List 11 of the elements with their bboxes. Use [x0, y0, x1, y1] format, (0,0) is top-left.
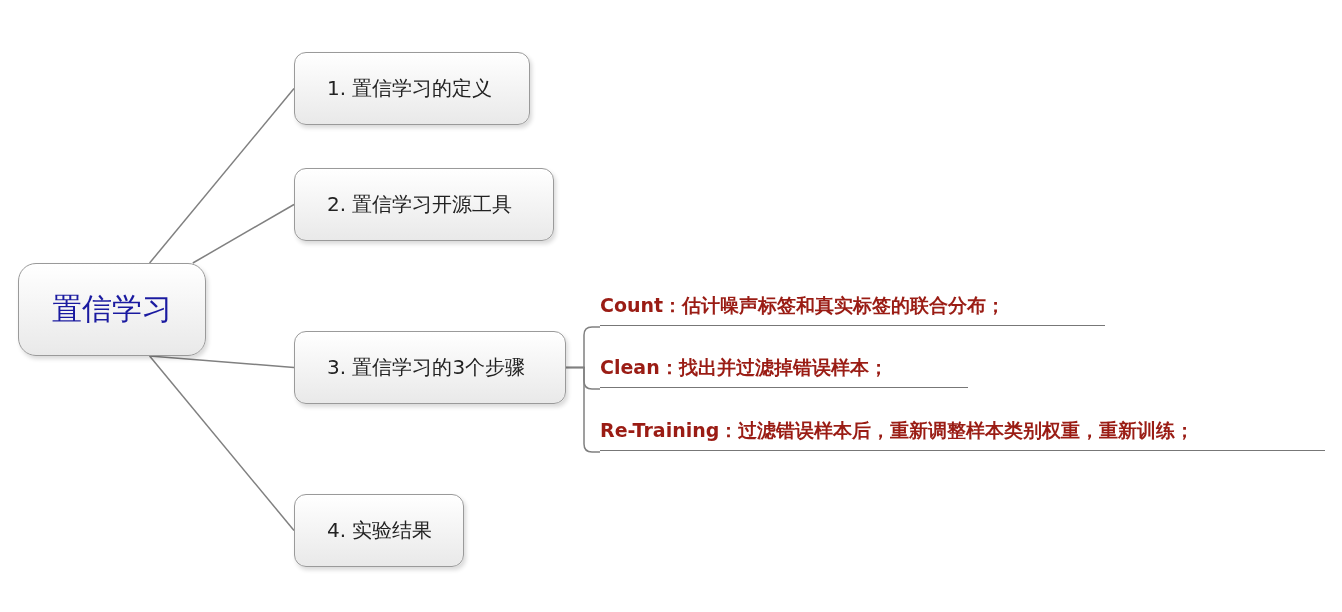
subtopic-label: Re-Training：过滤错误样本后，重新调整样本类别权重，重新训练； [600, 418, 1325, 451]
connector-line [148, 87, 295, 264]
subtopic-label: Count：估计噪声标签和真实标签的联合分布； [600, 293, 1105, 326]
connector-line [148, 355, 295, 532]
topic-box: 1. 置信学习的定义 [294, 52, 530, 125]
connector-line [192, 203, 295, 264]
topic-box: 4. 实验结果 [294, 494, 464, 567]
central-topic-box: 置信学习 [18, 263, 206, 356]
topic-box: 2. 置信学习开源工具 [294, 168, 554, 241]
subtopic-label: Clean：找出并过滤掉错误样本； [600, 355, 968, 388]
topic-box: 3. 置信学习的3个步骤 [294, 331, 566, 404]
